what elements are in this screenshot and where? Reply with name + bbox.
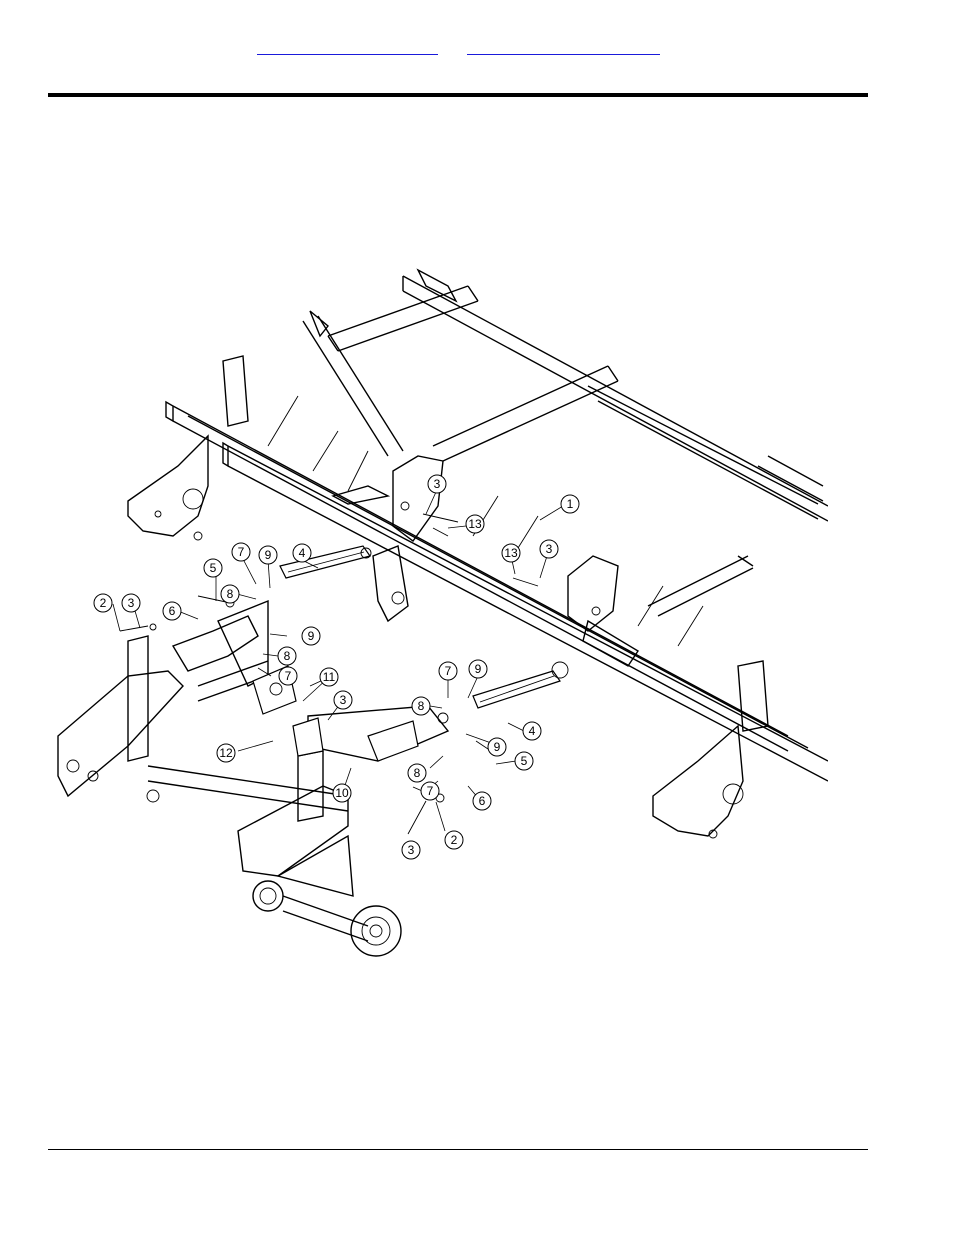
callout-10: 10 xyxy=(332,783,352,803)
svg-text:7: 7 xyxy=(427,784,434,798)
parts-diagram: 1 2 2 3 3 3 3 3 4 4 5 5 6 6 7 7 7 7 8 8 … xyxy=(48,256,828,966)
callout-6b: 6 xyxy=(472,791,492,811)
callout-9b: 9 xyxy=(301,626,321,646)
callout-8c: 8 xyxy=(411,696,431,716)
callout-2b: 2 xyxy=(444,830,464,850)
callout-3c: 3 xyxy=(539,539,559,559)
callout-8a: 8 xyxy=(220,584,240,604)
svg-text:4: 4 xyxy=(299,546,306,560)
link-arm-lower xyxy=(472,661,569,709)
frame-bracket-right xyxy=(567,555,639,667)
callout-8b: 8 xyxy=(277,646,297,666)
callout-9c: 9 xyxy=(468,659,488,679)
svg-text:13: 13 xyxy=(504,546,518,560)
svg-text:13: 13 xyxy=(468,517,482,531)
parts-diagram-svg: 1 2 2 3 3 3 3 3 4 4 5 5 6 6 7 7 7 7 8 8 … xyxy=(57,268,828,957)
callout-7b: 7 xyxy=(278,666,298,686)
header-link-2[interactable] xyxy=(467,42,660,55)
svg-text:9: 9 xyxy=(308,629,315,643)
callout-12: 12 xyxy=(216,743,236,763)
svg-text:8: 8 xyxy=(284,649,291,663)
svg-text:4: 4 xyxy=(529,724,536,738)
callout-5b: 5 xyxy=(514,751,534,771)
hitch-assembly xyxy=(57,599,450,957)
svg-text:10: 10 xyxy=(335,786,349,800)
svg-text:7: 7 xyxy=(238,545,245,559)
svg-text:5: 5 xyxy=(210,561,217,575)
footer-rule xyxy=(48,1149,868,1150)
svg-text:3: 3 xyxy=(340,693,347,707)
svg-text:8: 8 xyxy=(414,766,421,780)
callout-4a: 4 xyxy=(292,543,312,563)
link-arm-upper xyxy=(279,545,372,579)
svg-text:1: 1 xyxy=(567,497,574,511)
callout-13b: 13 xyxy=(501,543,521,563)
frame-bracket-center xyxy=(331,455,444,623)
callout-6a: 6 xyxy=(162,601,182,621)
svg-text:6: 6 xyxy=(169,604,176,618)
callout-3d: 3 xyxy=(333,690,353,710)
svg-text:3: 3 xyxy=(408,843,415,857)
callout-4b: 4 xyxy=(522,721,542,741)
svg-text:3: 3 xyxy=(434,477,441,491)
leader-lines xyxy=(112,491,564,832)
svg-text:7: 7 xyxy=(445,664,452,678)
frame-bracket-left xyxy=(127,355,249,541)
callout-5a: 5 xyxy=(203,558,223,578)
callout-9d: 9 xyxy=(487,737,507,757)
callout-7d: 7 xyxy=(420,781,440,801)
callout-3e: 3 xyxy=(401,840,421,860)
svg-text:7: 7 xyxy=(285,669,292,683)
svg-text:3: 3 xyxy=(546,542,553,556)
callout-7a: 7 xyxy=(231,542,251,562)
header-rule xyxy=(48,93,868,97)
callout-3a: 3 xyxy=(121,593,141,613)
callout-1: 1 xyxy=(560,494,580,514)
svg-text:2: 2 xyxy=(451,833,458,847)
callout-3b: 3 xyxy=(427,474,447,494)
callout-9a: 9 xyxy=(258,545,278,565)
svg-text:2: 2 xyxy=(100,596,107,610)
svg-text:9: 9 xyxy=(475,662,482,676)
callout-2a: 2 xyxy=(93,593,113,613)
svg-text:11: 11 xyxy=(323,670,336,684)
svg-text:9: 9 xyxy=(494,740,501,754)
frame-bracket-far-right xyxy=(652,660,769,839)
svg-text:8: 8 xyxy=(418,699,425,713)
callout-8d: 8 xyxy=(407,763,427,783)
header-link-1[interactable] xyxy=(257,42,438,55)
callout-13a: 13 xyxy=(465,514,485,534)
svg-text:5: 5 xyxy=(521,754,528,768)
callout-7c: 7 xyxy=(438,661,458,681)
main-frame xyxy=(165,268,828,782)
svg-text:6: 6 xyxy=(479,794,486,808)
svg-text:8: 8 xyxy=(227,587,234,601)
callout-11: 11 xyxy=(319,667,339,687)
svg-text:3: 3 xyxy=(128,596,135,610)
svg-text:12: 12 xyxy=(219,746,233,760)
svg-text:9: 9 xyxy=(265,548,272,562)
